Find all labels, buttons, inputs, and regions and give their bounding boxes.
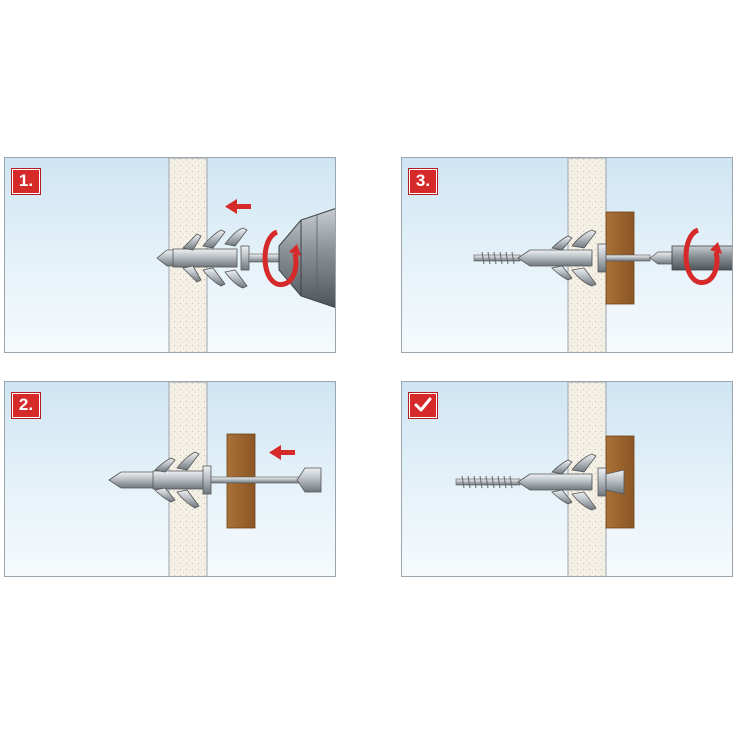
anchor-dowel: [108, 451, 212, 509]
screw-thread: [473, 251, 521, 265]
screwdriver: [649, 245, 732, 271]
anchor-dowel: [517, 229, 651, 287]
rotate-clockwise-icon: [683, 227, 722, 286]
drill-chuck: [278, 208, 335, 308]
arrow-left-icon: [225, 199, 251, 214]
screw-thread: [455, 475, 521, 489]
screw: [210, 467, 322, 493]
step-3-illustration: [473, 158, 732, 352]
step-4-illustration: [455, 382, 635, 576]
step-1-badge: 1.: [11, 168, 41, 195]
step-1-illustration: [156, 158, 335, 352]
step-3-panel: 3.: [401, 157, 733, 353]
step-1-panel: 1.: [4, 157, 336, 353]
step-3-badge: 3.: [408, 168, 438, 195]
screw-head: [605, 469, 625, 495]
anchor-dowel: [156, 227, 280, 289]
step-4-badge: [408, 392, 438, 419]
step-2-badge: 2.: [11, 392, 41, 419]
step-2-panel: 2.: [4, 381, 336, 577]
step-2-illustration: [108, 382, 322, 576]
step-4-panel: [401, 381, 733, 577]
rotate-clockwise-icon: [262, 229, 301, 288]
checkmark-icon: [414, 397, 432, 412]
arrow-left-icon: [269, 445, 295, 460]
